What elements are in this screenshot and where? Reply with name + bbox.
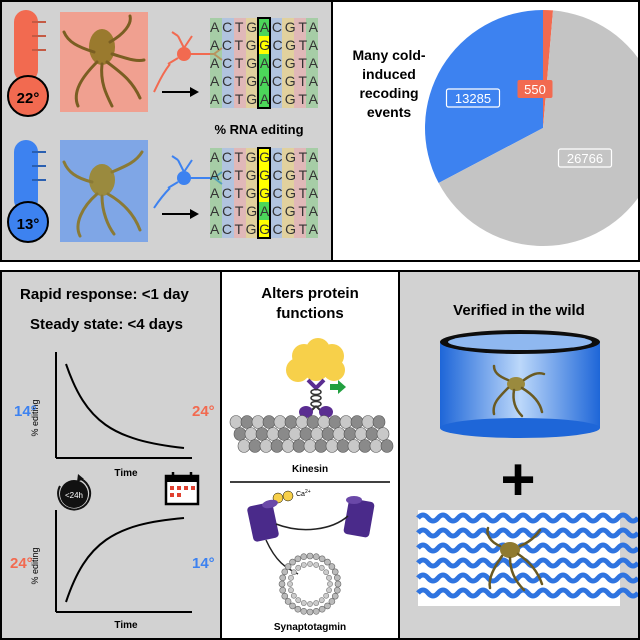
sequence-row: ACTGACGTA [210, 91, 319, 107]
rna-editing-caption: % RNA editing [214, 122, 303, 137]
edit-site-box [257, 17, 271, 109]
kinesin-cargo-icon [286, 338, 345, 382]
c2-domain-left-icon [247, 499, 279, 542]
wild-title: Verified in the wild [453, 302, 585, 319]
pie-title-line: induced [362, 66, 416, 82]
top-left-temp: 14° [14, 403, 37, 420]
pie-slice-label: 13285 [455, 91, 491, 106]
transmembrane-linker [265, 539, 299, 575]
temperature-editing-panel: 22° 13° [0, 0, 333, 262]
recoding-pie-panel: Many cold- induced recoding events 13285… [331, 0, 640, 262]
pie-slice [438, 10, 638, 246]
sequence-row: ACTGGCGTA [210, 221, 319, 237]
protein-title: Alters protein functions [222, 284, 398, 324]
pie-title-line: Many cold- [352, 47, 426, 63]
sequence-row: ACTGACGTA [210, 73, 319, 89]
pie-slice [425, 10, 543, 184]
pie-title-line: recoding [359, 85, 419, 101]
sequence-row: ACTGGCGTA [210, 167, 319, 183]
pie-slice [543, 10, 554, 128]
octopus-warm-image [60, 12, 148, 112]
synaptotagmin-label: Synaptotagmin [274, 622, 346, 633]
cold-temp-label: 13° [17, 216, 40, 233]
protein-title-line: functions [276, 305, 344, 322]
linker [275, 515, 349, 531]
kinetics-plots: % editing Time 14° 24° <24h [10, 352, 215, 631]
kinetics-panel: Rapid response: <1 day Steady state: <4 … [0, 270, 222, 640]
sequence-row: ACTGGCGTA [210, 185, 319, 201]
warm-temp-label: 22° [17, 90, 40, 107]
sequence-row: ACTGACGTA [210, 203, 319, 219]
pie-title: Many cold- induced recoding events [339, 46, 439, 122]
bottom-left-temp: 24° [10, 555, 33, 572]
top-ylabel: % editing [30, 399, 40, 436]
pie-chart: 13285 550 26766 [425, 10, 638, 246]
top-plot-axes [55, 352, 192, 459]
arrow-right-icon [162, 209, 199, 219]
steady-state-text: Steady state: <4 days [30, 316, 183, 333]
calcium-label: Ca2+ [296, 489, 311, 498]
bottom-ylabel: % editing [30, 547, 40, 584]
pie-label-box [517, 80, 553, 98]
sequence-row: ACTGGCGTA [210, 149, 319, 165]
protein-illustration: Kinesin Ca2+ Synaptotagmin [229, 338, 394, 633]
sequence-row: ACTGACGTA [210, 19, 319, 35]
bottom-plot-axes [55, 510, 192, 613]
pie-label-box [445, 88, 501, 108]
protein-title-line: Alters protein [261, 285, 359, 302]
edit-site-box [257, 147, 271, 239]
ocean-icon [416, 510, 638, 606]
microtubule-icon [229, 415, 394, 453]
octopus-cold-image [60, 140, 148, 242]
protein-function-panel: Alters protein functions Kinesin [220, 270, 400, 640]
top-xlabel: Time [114, 468, 138, 479]
pie-slice-label: 550 [524, 82, 546, 97]
calendar-icon [164, 472, 200, 506]
rapid-response-text: Rapid response: <1 day [20, 286, 189, 303]
thermometer-warm-icon [7, 10, 49, 117]
pie-title-line: events [366, 104, 412, 120]
top-right-temp: 24° [192, 403, 215, 420]
neuron-warm-icon [153, 31, 223, 93]
temperature-editing-illustration: 22° 13° [7, 10, 319, 243]
clock-icon [57, 474, 92, 511]
clock-label: <24h [65, 491, 83, 500]
sequence-alignment-cold: ACTGGCGTA ACTGGCGTA ACTGGCGTA ACTGACGTA ACTG… [210, 147, 319, 239]
plus-icon: + [500, 446, 535, 513]
octopus-ocean-image [486, 526, 544, 592]
thermometer-cold-icon [7, 140, 49, 243]
arrow-right-icon [162, 87, 199, 97]
sequence-row: ACTGACGTA [210, 55, 319, 71]
wild-verification-panel: Verified in the wild + [398, 270, 640, 640]
octopus-tank-image [492, 364, 546, 418]
neuron-cold-icon [153, 155, 223, 209]
vesicle-icon [278, 552, 342, 616]
direction-arrow-icon [330, 380, 346, 394]
c2-domain-right-icon [343, 496, 375, 538]
kinesin-motor-icon [299, 378, 333, 418]
sequence-row: ACTGGCGTA [210, 37, 319, 53]
wild-illustration: + [416, 330, 638, 606]
bottom-right-temp: 14° [192, 555, 215, 572]
kinesin-label: Kinesin [292, 464, 328, 475]
pie-slice-label: 26766 [567, 151, 603, 166]
pie-label-box [557, 148, 613, 168]
bottom-xlabel: Time [114, 620, 138, 631]
sequence-alignment-warm: ACTGACGTA ACTGGCGTA ACTGACGTA ACTGACGTA ACTG… [210, 17, 319, 109]
svg-text:+: + [500, 446, 535, 513]
